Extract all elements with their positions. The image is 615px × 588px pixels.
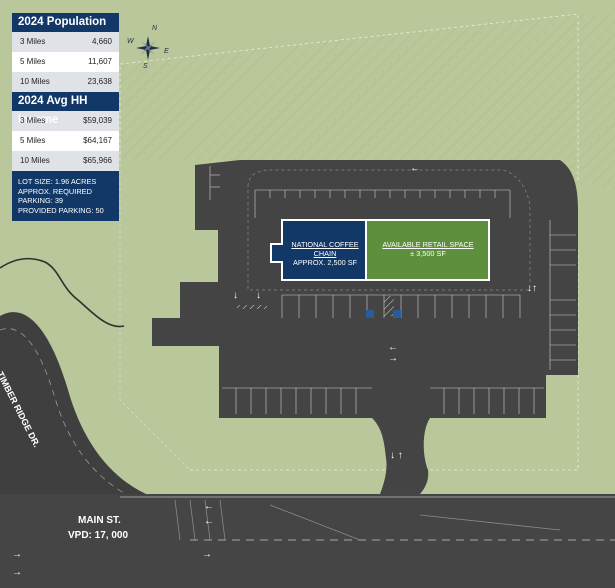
compass-s: S: [143, 63, 148, 70]
income-row: 3 Miles $59,039: [12, 111, 119, 131]
row-radius: 3 Miles: [20, 37, 46, 46]
retail-label: AVAILABLE RETAIL SPACE ± 3,500 SF: [368, 240, 488, 258]
arrow-left-icon: ←: [204, 516, 214, 527]
lot-size-note: LOT SIZE: 1.96 ACRES: [18, 177, 97, 186]
parking-note: PARKING: 39: [18, 196, 64, 206]
row-radius: 3 Miles: [20, 116, 46, 125]
row-value: 4,660: [91, 37, 112, 46]
row-value: $65,966: [83, 156, 112, 165]
coffee-title-1: NATIONAL COFFEE: [291, 240, 359, 249]
row-radius: 5 Miles: [20, 57, 46, 66]
coffee-label: NATIONAL COFFEE CHAIN APPROX. 2,500 SF: [284, 240, 366, 268]
arrow-down-icon: ↓: [256, 290, 261, 301]
hatched-area: [120, 14, 615, 190]
income-row: 10 Miles $65,966: [12, 151, 119, 171]
lot-notes: LOT SIZE: 1.96 ACRES APPROX. REQUIRED PA…: [12, 171, 119, 222]
compass-rose-icon: [136, 36, 160, 60]
arrow-right-icon: →: [12, 549, 22, 560]
population-row: 10 Miles 23,638: [12, 72, 119, 92]
arrow-right-icon: →: [202, 549, 212, 560]
arrow-left-icon: ←: [388, 342, 398, 353]
arrow-down-up-icon: ↓ ↑: [390, 450, 403, 461]
main-street-vpd: VPD: 17, 000: [68, 530, 129, 541]
accessible-parking-icon: [366, 310, 401, 318]
provided-parking-note: PROVIDED PARKING: 50: [18, 205, 104, 215]
retail-title: AVAILABLE RETAIL SPACE: [382, 240, 474, 249]
arrow-right-icon: →: [388, 353, 398, 364]
compass-w: W: [127, 38, 134, 45]
row-radius: 5 Miles: [20, 136, 46, 145]
arrow-left-icon: ←: [204, 501, 214, 512]
main-street-label: MAIN ST.: [78, 515, 121, 526]
population-row: 3 Miles 4,660: [12, 32, 119, 52]
income-title: 2024 Avg HH Income: [12, 92, 119, 126]
arrow-down-up-icon: ↓↑: [527, 283, 537, 294]
population-row: 5 Miles 11,607: [12, 52, 119, 72]
required-note: APPROX. REQUIRED: [18, 186, 92, 196]
arrow-down-icon: ↓: [233, 290, 238, 301]
retail-size: ± 3,500 SF: [410, 249, 446, 259]
compass-e: E: [164, 48, 169, 55]
coffee-title-2: CHAIN: [313, 249, 337, 259]
main-street-road: [0, 494, 615, 588]
retail-building: [365, 219, 490, 281]
row-radius: 10 Miles: [20, 156, 50, 165]
population-title: 2024 Population: [12, 13, 119, 32]
row-value: 11,607: [88, 57, 112, 66]
demographics-panel: 2024 Population 3 Miles 4,660 5 Miles 11…: [12, 13, 119, 222]
coffee-size: APPROX. 2,500 SF: [292, 258, 358, 268]
row-value: 23,638: [87, 77, 112, 86]
row-radius: 10 Miles: [20, 77, 50, 86]
row-value: $64,167: [83, 136, 112, 145]
compass-n: N: [152, 25, 158, 32]
arrow-left-icon: ←: [410, 163, 420, 174]
row-value: $59,039: [83, 116, 112, 125]
income-row: 5 Miles $64,167: [12, 131, 119, 151]
creek-line: [0, 257, 125, 328]
arrow-right-icon: →: [12, 567, 22, 578]
